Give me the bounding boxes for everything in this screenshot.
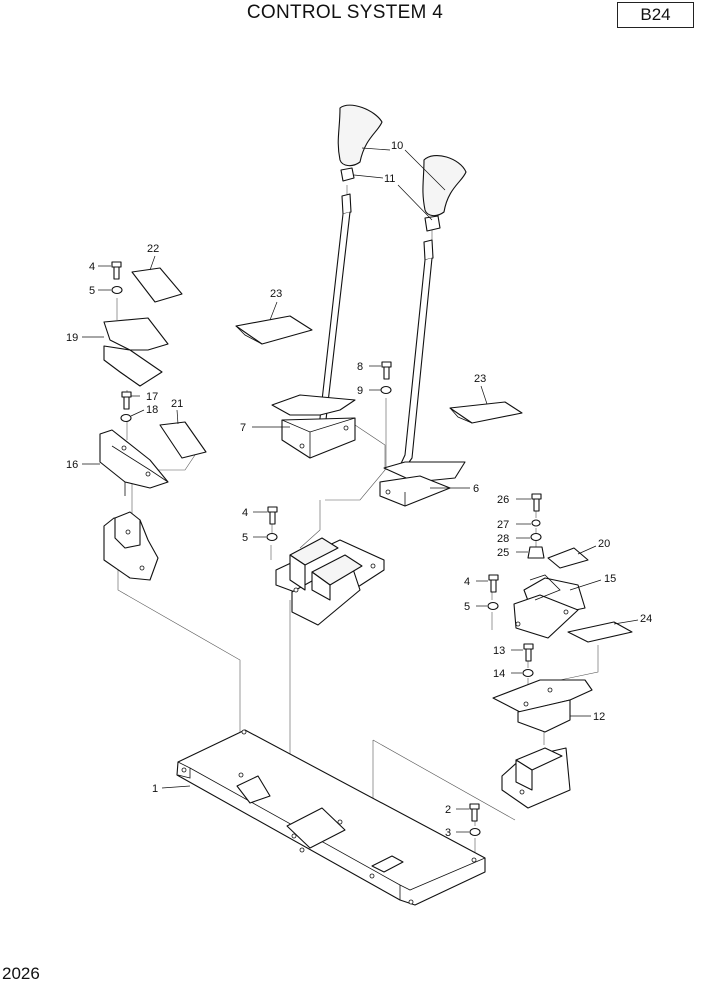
callout-2: 2 [445, 804, 451, 816]
callout-labels: 10 11 22 4 5 19 17 18 21 16 23 7 8 9 23 … [66, 140, 652, 839]
right-pedal-group [492, 547, 633, 809]
bolt-13 [523, 643, 534, 662]
callout-16: 16 [66, 459, 78, 471]
callout-22: 22 [147, 243, 159, 255]
callout-23-right: 23 [474, 373, 486, 385]
callout-23: 23 [270, 288, 282, 300]
washer-14 [522, 668, 534, 678]
callout-1: 1 [152, 783, 158, 795]
washer-9 [380, 385, 392, 395]
washer-5a [111, 285, 123, 295]
diagram-code-box: B24 [617, 2, 694, 28]
washer-3 [469, 827, 481, 837]
callout-9: 9 [357, 385, 363, 397]
callout-3: 3 [445, 827, 451, 839]
bolt-4c [488, 574, 499, 593]
callout-14: 14 [493, 668, 505, 680]
left-pedal-bracket [235, 315, 356, 459]
right-pedal-bracket [379, 401, 523, 507]
callout-13: 13 [493, 645, 505, 657]
washer-5b [266, 532, 278, 542]
washer-28 [530, 532, 542, 542]
callout-5-center: 5 [242, 532, 248, 544]
bolt-17 [121, 391, 132, 410]
washer-18 [120, 413, 132, 423]
callout-4: 4 [89, 261, 95, 273]
callout-27: 27 [497, 519, 509, 531]
right-lever-assembly [397, 155, 467, 473]
page-number: 2026 [2, 964, 40, 983]
callout-20: 20 [598, 538, 610, 550]
callout-26: 26 [497, 494, 509, 506]
bolt-4b [267, 506, 278, 525]
callout-19: 19 [66, 332, 78, 344]
callout-24: 24 [640, 613, 652, 625]
bolt-2 [469, 803, 480, 822]
bolt-26 [531, 493, 542, 512]
nut-27 [531, 519, 541, 527]
callout-25: 25 [497, 547, 509, 559]
left-pedal-group [99, 267, 207, 581]
diagram-title: CONTROL SYSTEM 4 [246, 2, 444, 23]
callout-21: 21 [171, 398, 183, 410]
center-valve-block [275, 537, 385, 626]
washer-5c [487, 601, 499, 611]
callout-17: 17 [146, 391, 158, 403]
callout-28: 28 [497, 533, 509, 545]
bolt-4a [111, 261, 122, 280]
callout-5: 5 [89, 285, 95, 297]
callout-5-right: 5 [464, 601, 470, 613]
callout-10: 10 [391, 140, 403, 152]
callout-15: 15 [604, 573, 616, 585]
bolt-8 [381, 361, 392, 380]
left-lever-assembly [317, 104, 383, 438]
leader-lines [82, 147, 639, 833]
callout-6: 6 [473, 483, 479, 495]
callout-8: 8 [357, 361, 363, 373]
base-plate [176, 729, 486, 906]
cap-25 [527, 546, 545, 559]
callout-12: 12 [593, 711, 605, 723]
callout-7: 7 [240, 422, 246, 434]
callout-4-right: 4 [464, 576, 470, 588]
callout-18: 18 [146, 404, 158, 416]
callout-4-center: 4 [242, 507, 248, 519]
callout-11: 11 [384, 173, 395, 185]
